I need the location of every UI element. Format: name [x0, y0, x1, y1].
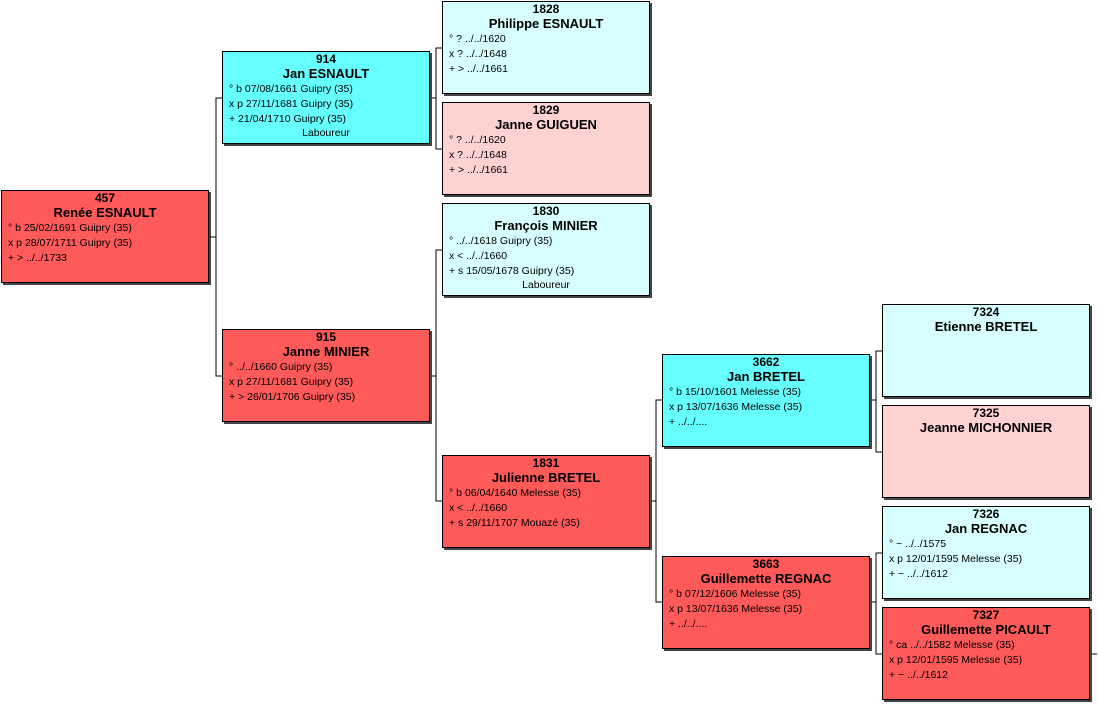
- person-box-1829[interactable]: 1829 Janne GUIGUEN ° ? ../../1620 x ? ..…: [442, 102, 650, 195]
- person-box-914[interactable]: 914 Jan ESNAULT ° b 07/08/1661 Guipry (3…: [222, 51, 430, 144]
- person-box-1830[interactable]: 1830 François MINIER ° ../../1618 Guipry…: [442, 203, 650, 296]
- marriage-line: x p 13/07/1636 Melesse (35): [669, 603, 803, 615]
- person-box-7325[interactable]: 7325 Jeanne MICHONNIER: [882, 405, 1090, 498]
- person-name: Jeanne MICHONNIER: [919, 420, 1053, 435]
- marriage-line: x p 13/07/1636 Melesse (35): [669, 401, 803, 413]
- marriage-line: x < ../../1660: [449, 502, 508, 514]
- birth-line: ° ? ../../1620: [449, 134, 506, 146]
- person-box-3662[interactable]: 3662 Jan BRETEL ° b 15/10/1601 Melesse (…: [662, 354, 870, 447]
- birth-line: ° ../../1618 Guipry (35): [449, 235, 553, 247]
- person-box-3663[interactable]: 3663 Guillemette REGNAC ° b 07/12/1606 M…: [662, 556, 870, 649]
- occupation: Laboureur: [302, 127, 350, 139]
- birth-line: ° ? ../../1620: [449, 33, 506, 45]
- person-name: Renée ESNAULT: [53, 205, 157, 220]
- birth-line: ° b 06/04/1640 Melesse (35): [449, 487, 582, 499]
- person-name: Philippe ESNAULT: [488, 16, 604, 31]
- person-number: 914: [315, 52, 337, 66]
- person-number: 457: [94, 191, 116, 205]
- person-box-457[interactable]: 457 Renée ESNAULT ° b 25/02/1691 Guipry …: [1, 190, 209, 283]
- person-number: 1830: [532, 204, 560, 218]
- person-number: 7327: [972, 608, 1000, 622]
- person-name: Jan ESNAULT: [282, 66, 370, 81]
- person-number: 7325: [972, 406, 1000, 420]
- marriage-line: x p 12/01/1595 Melesse (35): [889, 553, 1023, 565]
- person-name: Julienne BRETEL: [491, 470, 601, 485]
- birth-line: ° ../../1660 Guipry (35): [229, 361, 333, 373]
- person-number: 3663: [752, 557, 780, 571]
- person-box-7327[interactable]: 7327 Guillemette PICAULT ° ca ../../1582…: [882, 607, 1090, 700]
- marriage-line: x ? ../../1648: [449, 48, 507, 60]
- person-name: Jan REGNAC: [944, 521, 1028, 536]
- marriage-line: x p 12/01/1595 Melesse (35): [889, 654, 1023, 666]
- death-line: + s 15/05/1678 Guipry (35): [449, 265, 575, 277]
- person-name: Janne MINIER: [282, 344, 370, 359]
- marriage-line: x < ../../1660: [449, 250, 508, 262]
- birth-line: ° b 07/08/1661 Guipry (35): [229, 83, 353, 95]
- marriage-line: x ? ../../1648: [449, 149, 507, 161]
- death-line: + > ../../1661: [449, 63, 508, 75]
- birth-line: ° ca ../../1582 Melesse (35): [889, 639, 1015, 651]
- death-line: + > 26/01/1706 Guipry (35): [229, 391, 356, 403]
- person-box-915[interactable]: 915 Janne MINIER ° ../../1660 Guipry (35…: [222, 329, 430, 422]
- birth-line: ° b 25/02/1691 Guipry (35): [8, 222, 132, 234]
- birth-line: ° b 07/12/1606 Melesse (35): [669, 588, 802, 600]
- death-line: + ../../....: [669, 618, 708, 630]
- connector-3663-parents: [875, 552, 882, 655]
- person-box-1828[interactable]: 1828 Philippe ESNAULT ° ? ../../1620 x ?…: [442, 1, 650, 94]
- marriage-line: x p 27/11/1681 Guipry (35): [229, 98, 354, 110]
- person-number: 7324: [972, 305, 1000, 319]
- death-line: + > ../../1733: [8, 252, 67, 264]
- person-number: 3662: [752, 355, 780, 369]
- birth-line: ° b 15/10/1601 Melesse (35): [669, 386, 802, 398]
- connector-457-parents: [215, 97, 222, 377]
- person-number: 1828: [532, 2, 560, 16]
- person-name: Janne GUIGUEN: [495, 117, 597, 132]
- death-line: + 21/04/1710 Guipry (35): [229, 113, 347, 125]
- person-name: François MINIER: [494, 218, 598, 233]
- person-box-7326[interactable]: 7326 Jan REGNAC ° ~ ../../1575 x p 12/01…: [882, 506, 1090, 599]
- person-number: 1831: [532, 456, 560, 470]
- person-name: Jan BRETEL: [726, 369, 805, 384]
- person-name: Guillemette PICAULT: [921, 622, 1051, 637]
- connector-914-parents: [435, 47, 442, 150]
- person-number: 7326: [972, 507, 1000, 521]
- connector-1831-parents: [655, 399, 662, 603]
- person-name: Etienne BRETEL: [934, 319, 1038, 334]
- person-name: Guillemette REGNAC: [700, 571, 832, 586]
- occupation: Laboureur: [522, 279, 570, 291]
- person-box-7324[interactable]: 7324 Etienne BRETEL: [882, 304, 1090, 397]
- death-line: + s 29/11/1707 Mouazé (35): [449, 517, 580, 529]
- person-number: 1829: [532, 103, 560, 117]
- connector-3662-parents: [875, 350, 882, 453]
- marriage-line: x p 28/07/1711 Guipry (35): [8, 237, 133, 249]
- death-line: + ~ ../../1612: [889, 669, 948, 681]
- person-number: 915: [315, 330, 337, 344]
- birth-line: ° ~ ../../1575: [889, 538, 947, 550]
- connector-915-parents: [435, 249, 442, 502]
- death-line: + > ../../1661: [449, 164, 508, 176]
- death-line: + ~ ../../1612: [889, 568, 948, 580]
- death-line: + ../../....: [669, 416, 708, 428]
- marriage-line: x p 27/11/1681 Guipry (35): [229, 376, 354, 388]
- person-box-1831[interactable]: 1831 Julienne BRETEL ° b 06/04/1640 Mele…: [442, 455, 650, 548]
